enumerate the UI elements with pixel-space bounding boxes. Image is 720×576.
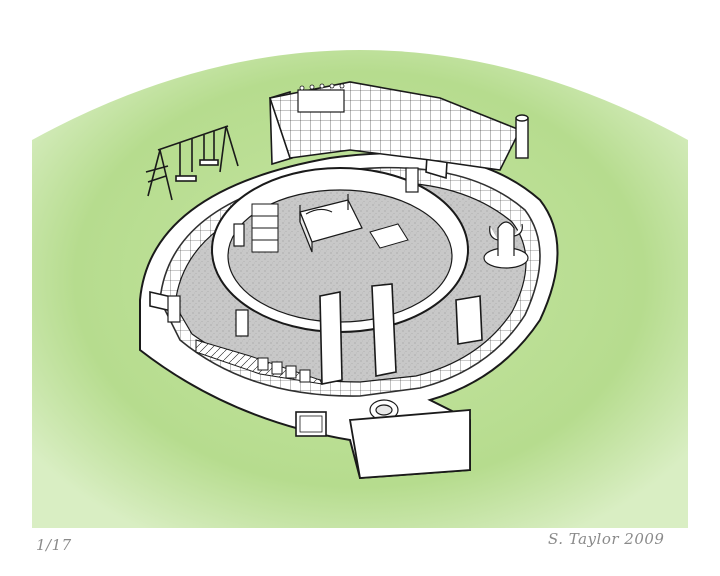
dining-chairs (257, 357, 311, 383)
swing-set (145, 125, 239, 201)
doors (167, 167, 419, 337)
chimney (515, 114, 529, 159)
rug (369, 223, 409, 249)
cactus-plant (483, 221, 529, 269)
bookshelf (251, 203, 279, 253)
bathtub (369, 399, 399, 421)
mirror-bulbs (299, 83, 345, 91)
edition-number: 1/17 (36, 536, 72, 554)
front-wall (348, 409, 471, 479)
bed (299, 194, 363, 253)
artist-signature: S. Taylor 2009 (548, 530, 665, 548)
mirror (297, 89, 345, 113)
